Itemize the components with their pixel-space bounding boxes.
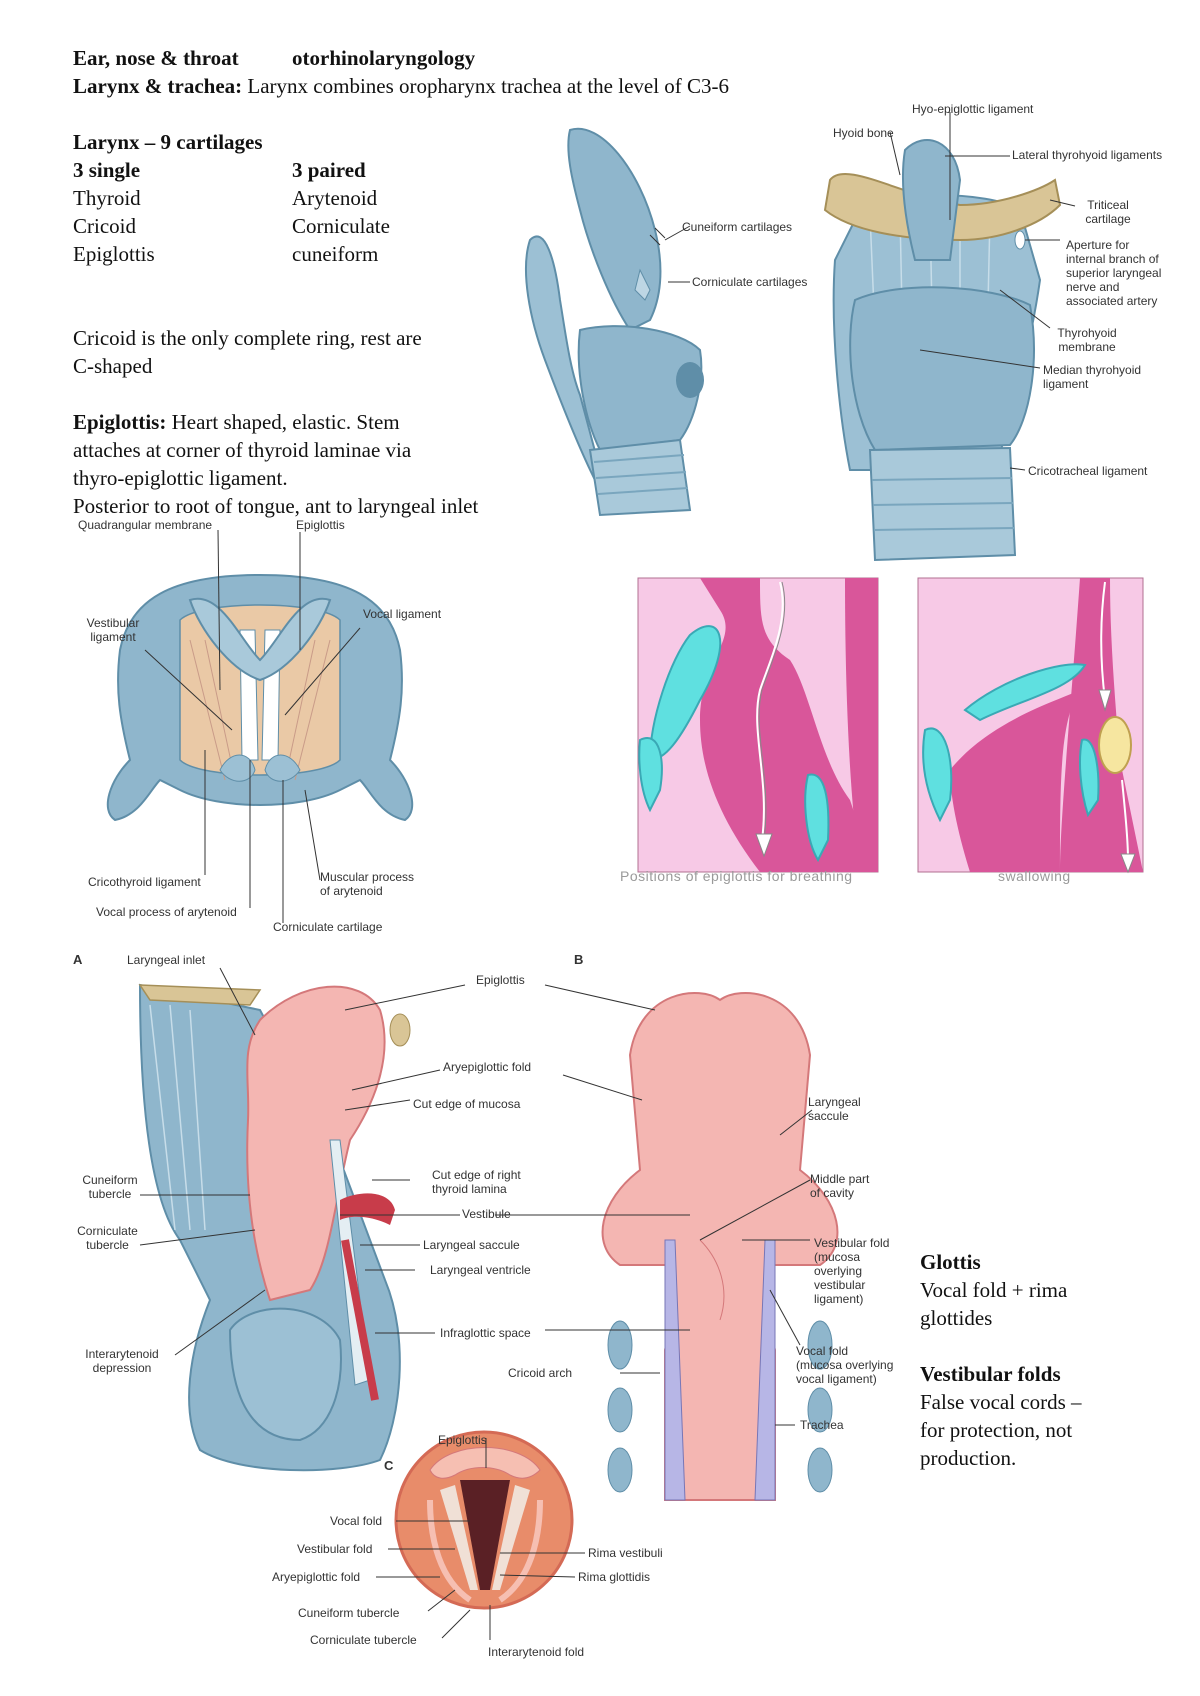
paired-item: cuneiform bbox=[292, 242, 379, 266]
paired-item: Arytenoid bbox=[292, 186, 378, 210]
doc-title-topic: Ear, nose & throat bbox=[73, 46, 239, 70]
doc-title-specialty: otorhinolaryngology bbox=[292, 46, 476, 70]
label-cricothyroid-ligament: Cricothyroid ligament bbox=[88, 875, 201, 889]
label-c-aryepiglottic-fold: Aryepiglottic fold bbox=[272, 1570, 361, 1584]
single-item: Cricoid bbox=[73, 214, 136, 238]
label-vocal-process: Vocal process of arytenoid bbox=[96, 905, 237, 919]
label-c-cuneiform-tubercle: Cuneiform tubercle bbox=[298, 1606, 400, 1620]
glottis-heading: Glottis bbox=[920, 1250, 981, 1274]
label-c-vestibular-fold: Vestibular fold bbox=[297, 1542, 373, 1556]
laryngoscopic-view-figure-c bbox=[376, 1430, 585, 1640]
vestibular-folds-heading: Vestibular folds bbox=[920, 1362, 1061, 1386]
label-c-epiglottis: Epiglottis bbox=[438, 1433, 487, 1447]
swallowing-panel bbox=[917, 577, 1144, 874]
epiglottis-line: attaches at corner of thyroid laminae vi… bbox=[73, 438, 412, 462]
figure-letter-a: A bbox=[73, 952, 83, 967]
label-infraglottic-space: Infraglottic space bbox=[440, 1326, 531, 1340]
coronal-section-figure-b bbox=[495, 984, 839, 1501]
label-laryngeal-saccule: Laryngeal saccule bbox=[423, 1238, 520, 1252]
label-corniculate-cartilages: Corniculate cartilages bbox=[692, 275, 808, 289]
label-epiglottis-a: Epiglottis bbox=[476, 973, 525, 987]
vestibular-folds-text: False vocal cords – bbox=[920, 1390, 1082, 1414]
epiglottis-heading: Epiglottis: bbox=[73, 410, 167, 434]
label-hyoid-bone: Hyoid bone bbox=[833, 126, 894, 140]
label-cricoid-arch: Cricoid arch bbox=[508, 1366, 573, 1380]
breathing-panel bbox=[637, 577, 879, 873]
label-corniculate-cartilage: Corniculate cartilage bbox=[273, 920, 383, 934]
label-c-rima-glottidis: Rima glottidis bbox=[578, 1570, 651, 1584]
superior-cartilage-figure bbox=[106, 529, 414, 923]
paired-item: Corniculate bbox=[292, 214, 390, 238]
larynx-trachea-line: Larynx & trachea: Larynx combines oropha… bbox=[73, 72, 729, 100]
figure-letter-b: B bbox=[574, 952, 584, 967]
label-b-trachea: Trachea bbox=[800, 1418, 844, 1432]
label-cut-edge-mucosa: Cut edge of mucosa bbox=[413, 1097, 521, 1111]
label-lateral-thyrohyoid: Lateral thyrohyoid ligaments bbox=[1012, 148, 1163, 162]
label-aryepiglottic-fold: Aryepiglottic fold bbox=[443, 1060, 532, 1074]
label-quadrangular-membrane: Quadrangular membrane bbox=[78, 518, 213, 532]
cartilage-lateral-figure bbox=[525, 127, 704, 517]
vestibular-folds-text: production. bbox=[920, 1446, 1017, 1470]
label-cuneiform-cartilages: Cuneiform cartilages bbox=[682, 220, 793, 234]
cricoid-note-line: C-shaped bbox=[73, 354, 153, 378]
sagittal-section-figure-a bbox=[138, 967, 466, 1472]
larynx-trachea-heading: Larynx & trachea: bbox=[73, 74, 243, 98]
label-c-interarytenoid-fold: Interarytenoid fold bbox=[488, 1645, 585, 1659]
caption-swallowing: swallowing bbox=[998, 868, 1071, 884]
cartilage-anterior-figure bbox=[823, 112, 1076, 562]
vestibular-folds-text: for protection, not bbox=[920, 1418, 1073, 1442]
epiglottis-text: Heart shaped, elastic. Stem bbox=[171, 410, 400, 434]
epiglottis-line: Epiglottis: Heart shaped, elastic. Stem bbox=[73, 408, 400, 436]
cartilages-heading: Larynx – 9 cartilages bbox=[73, 130, 263, 154]
single-item: Thyroid bbox=[73, 186, 141, 210]
label-c-corniculate-tubercle: Corniculate tubercle bbox=[310, 1633, 417, 1647]
label-c-rima-vestibuli: Rima vestibuli bbox=[588, 1546, 663, 1560]
figure-letter-c: C bbox=[384, 1458, 394, 1473]
label-hyo-epiglottic: Hyo-epiglottic ligament bbox=[912, 102, 1034, 116]
label-laryngeal-ventricle: Laryngeal ventricle bbox=[430, 1263, 531, 1277]
glottis-text: Vocal fold + rima bbox=[920, 1278, 1068, 1302]
label-laryngeal-inlet: Laryngeal inlet bbox=[127, 953, 206, 967]
paired-heading: 3 paired bbox=[292, 158, 366, 182]
single-item: Epiglottis bbox=[73, 242, 155, 266]
label-vestibule: Vestibule bbox=[462, 1207, 511, 1221]
cricoid-note-line: Cricoid is the only complete ring, rest … bbox=[73, 326, 422, 350]
epiglottis-line: thyro-epiglottic ligament. bbox=[73, 466, 288, 490]
label-cricotracheal: Cricotracheal ligament bbox=[1028, 464, 1148, 478]
larynx-trachea-text: Larynx combines oropharynx trachea at th… bbox=[247, 74, 730, 98]
glottis-text: glottides bbox=[920, 1306, 993, 1330]
single-heading: 3 single bbox=[73, 158, 141, 182]
label-vocal-ligament: Vocal ligament bbox=[363, 607, 442, 621]
epiglottis-line: Posterior to root of tongue, ant to lary… bbox=[73, 494, 479, 518]
caption-breathing: Positions of epiglottis for breathing bbox=[620, 868, 853, 884]
label-c-vocal-fold: Vocal fold bbox=[330, 1514, 383, 1528]
label-epiglottis-sup: Epiglottis bbox=[296, 518, 345, 532]
